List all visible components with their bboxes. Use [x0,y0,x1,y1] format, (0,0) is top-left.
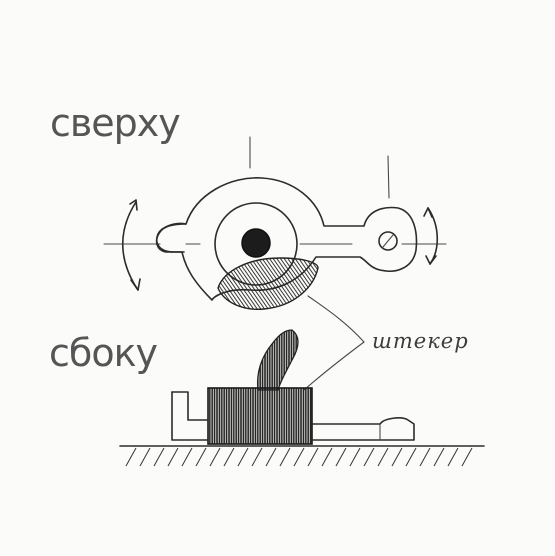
tab-hole-mark [382,234,394,248]
tab-hole [378,231,398,251]
leader-line [303,341,365,391]
base-right-arm [311,417,415,441]
rotation-arrow-left [121,201,139,291]
arrow-head [129,199,138,211]
base-left-edge [171,391,209,441]
side-view-label: сбоку [49,331,158,375]
left-tab [156,222,187,253]
top-body-outline [155,177,418,301]
shaft [241,228,271,258]
plug-label: штекер [372,329,469,353]
leader-line [307,295,365,343]
plug-cable [256,329,299,391]
arrow-head [425,255,437,265]
side-view [119,329,485,467]
top-view [103,136,447,310]
plug-top-shadow [217,257,319,310]
ground-hatching [125,447,473,467]
base-left-lip [171,391,209,421]
plug-body [207,387,313,445]
top-view-label: сверху [50,101,181,145]
center-line [387,155,390,199]
arrow-head [130,278,141,291]
arrow-head [423,207,433,218]
